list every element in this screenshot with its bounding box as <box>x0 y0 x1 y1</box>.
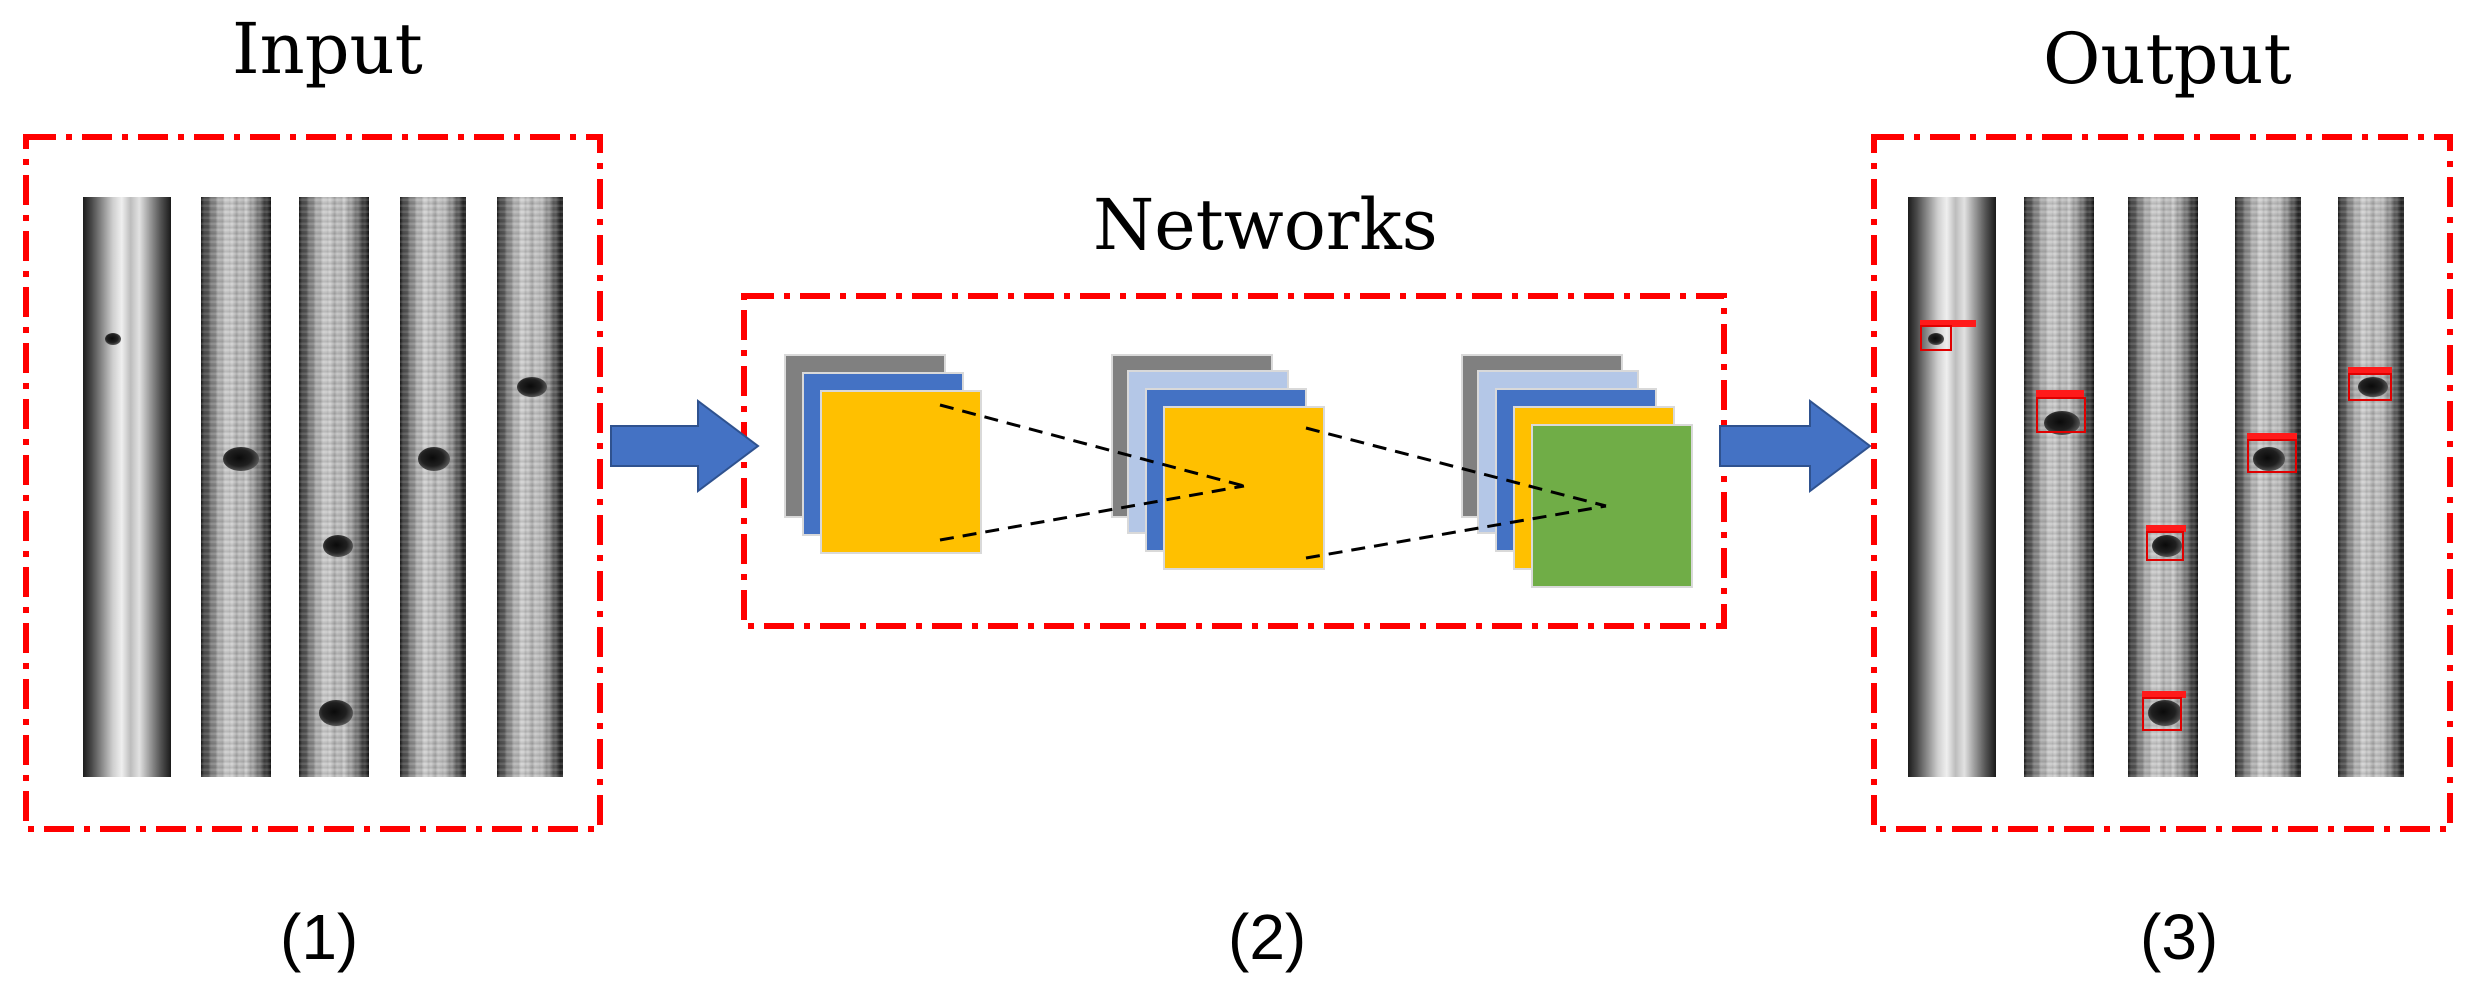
step-1-caption: (1) <box>280 901 359 973</box>
arrow-right-icon <box>1719 399 1872 493</box>
detection-label <box>1920 320 1976 327</box>
defect-spot <box>418 447 450 471</box>
detection-box <box>2247 439 2297 473</box>
defect-spot <box>517 377 547 397</box>
feature-map-green <box>1531 424 1693 588</box>
defect-spot <box>2152 535 2182 557</box>
defect-spot <box>319 700 353 726</box>
layer-stack-3 <box>1461 354 1693 588</box>
detection-box <box>2142 697 2182 731</box>
layer-stack-1 <box>784 354 982 554</box>
step-3-caption: (3) <box>2140 901 2219 973</box>
defect-spot <box>223 447 259 471</box>
defect-spot <box>323 535 353 557</box>
output-title: Output <box>2043 18 2292 100</box>
input-title: Input <box>232 8 423 90</box>
output-strip-4 <box>2235 197 2301 777</box>
defect-spot <box>105 333 121 345</box>
input-frame <box>23 134 603 832</box>
input-strip-1 <box>83 197 171 777</box>
input-strip-3 <box>299 197 369 777</box>
input-strip-4 <box>400 197 466 777</box>
detection-label <box>2348 367 2392 374</box>
detection-box <box>1920 325 1952 351</box>
layer-stack-2 <box>1111 354 1325 570</box>
defect-spot <box>2253 447 2285 471</box>
step-2-caption: (2) <box>1228 901 1307 973</box>
feature-map-yellow <box>820 390 982 554</box>
output-strip-5 <box>2338 197 2404 777</box>
output-frame <box>1871 134 2453 832</box>
connector-lines <box>939 403 1607 560</box>
output-strip-1 <box>1908 197 1996 777</box>
input-strip-2 <box>201 197 271 777</box>
feature-map-yellow <box>1163 406 1325 570</box>
output-strip-2 <box>2024 197 2094 777</box>
input-strip-5 <box>497 197 563 777</box>
detection-label <box>2146 525 2186 532</box>
defect-spot <box>2358 377 2388 397</box>
detection-box <box>2036 397 2086 433</box>
detection-label <box>2036 390 2084 397</box>
networks-title: Networks <box>1093 184 1438 266</box>
defect-spot <box>1928 333 1944 345</box>
output-strip-3 <box>2128 197 2198 777</box>
detection-box <box>2348 373 2392 401</box>
defect-spot <box>2148 700 2182 726</box>
arrow-right-icon <box>610 399 760 493</box>
detection-box <box>2146 531 2184 561</box>
detection-label <box>2142 691 2186 698</box>
detection-label <box>2247 433 2297 440</box>
